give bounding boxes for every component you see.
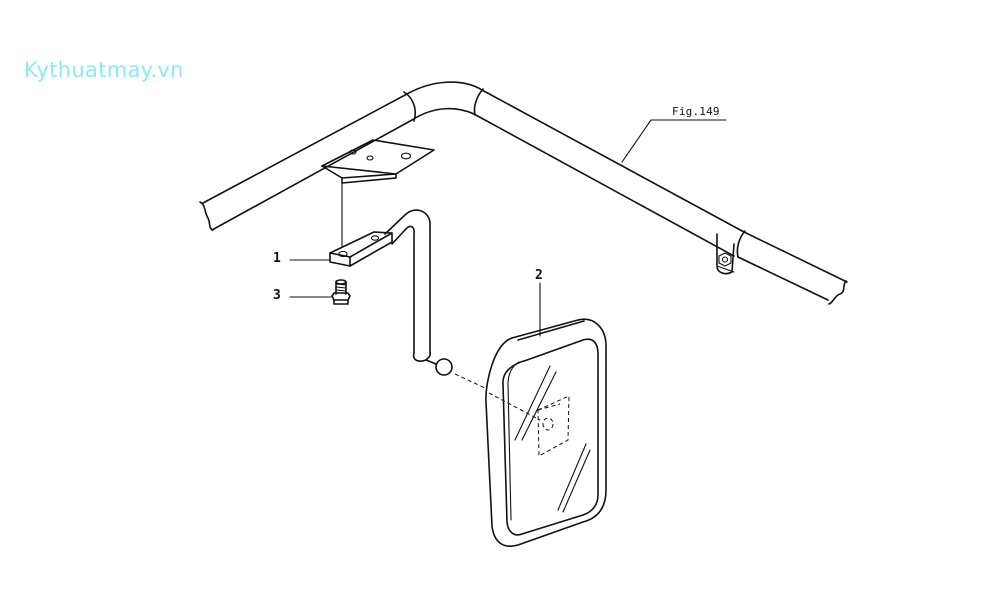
figure-reference: Fig.149	[672, 105, 720, 118]
rail-tab-bracket	[716, 233, 735, 275]
mirror-stay	[329, 209, 453, 376]
callout-1: 1	[273, 251, 281, 266]
rail-bracket	[321, 139, 435, 247]
watermark: Kythuatmay.vn	[24, 58, 184, 82]
leader-lines	[289, 119, 727, 337]
bolt	[331, 279, 351, 305]
guard-rail-tube	[199, 81, 848, 305]
assembly-line	[454, 373, 486, 389]
mirror	[485, 318, 607, 547]
callout-2: 2	[535, 268, 543, 283]
callout-3: 3	[273, 288, 281, 303]
